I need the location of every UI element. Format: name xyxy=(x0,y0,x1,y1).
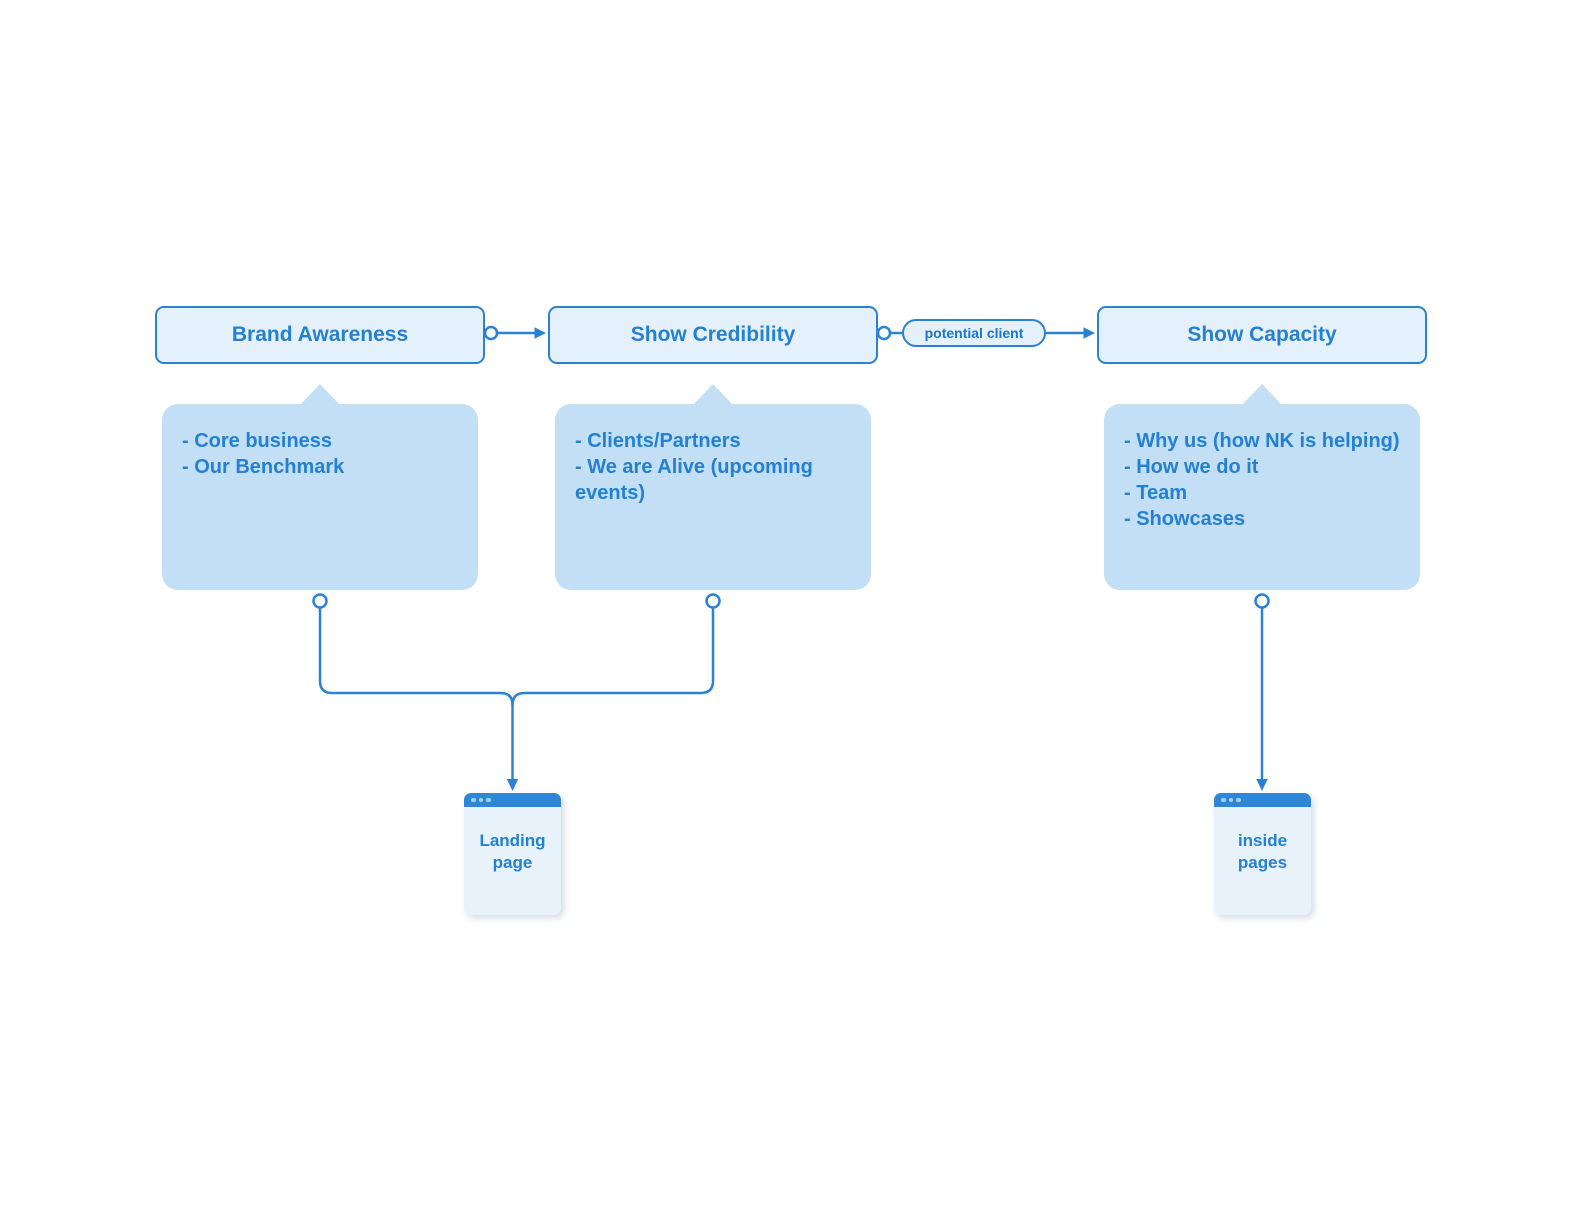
callout-pointer-icon xyxy=(300,384,340,405)
page-label: inside pages xyxy=(1237,831,1288,872)
window-dot-icon xyxy=(1228,797,1233,803)
node-title: Show Capacity xyxy=(1187,323,1337,346)
window-dot-icon xyxy=(486,797,491,803)
node-title: Brand Awareness xyxy=(231,323,409,346)
edge-merge-to-landing-page xyxy=(312,593,721,791)
connection-port xyxy=(312,593,328,609)
callout-brand-awareness[interactable]: - Core business - Our Benchmark xyxy=(162,384,478,590)
arrowhead-icon xyxy=(1083,327,1095,339)
edge-label-text: potential client xyxy=(924,325,1024,341)
callout-show-credibility[interactable]: - Clients/Partners - We are Alive (upcom… xyxy=(555,384,871,590)
page-inside-pages[interactable]: inside pages xyxy=(1214,793,1311,915)
edge-capacity-to-inside-pages xyxy=(1254,593,1270,791)
connector-line xyxy=(511,607,715,706)
arrowhead-icon xyxy=(1256,779,1268,791)
node-title: Show Credibility xyxy=(630,323,796,346)
window-dot-icon xyxy=(1236,797,1241,803)
browser-titlebar xyxy=(464,793,561,807)
callout-show-capacity[interactable]: - Why us (how NK is helping) - How we do… xyxy=(1104,384,1420,590)
arrowhead-icon xyxy=(534,327,546,339)
node-show-capacity[interactable]: Show Capacity xyxy=(1097,306,1427,364)
node-show-credibility[interactable]: Show Credibility xyxy=(548,306,878,364)
window-dot-icon xyxy=(1221,797,1226,803)
callout-details: - Core business - Our Benchmark xyxy=(182,430,345,478)
callout-details: - Why us (how NK is helping) - How we do… xyxy=(1124,430,1400,530)
callout-pointer-icon xyxy=(1242,384,1282,405)
node-brand-awareness[interactable]: Brand Awareness xyxy=(155,306,485,364)
window-dot-icon xyxy=(471,797,476,803)
window-dot-icon xyxy=(478,797,483,803)
connection-port xyxy=(1254,593,1270,609)
arrowhead-icon xyxy=(506,779,519,791)
connection-port xyxy=(876,325,892,341)
edge-brand-to-credibility xyxy=(483,325,546,341)
connection-port xyxy=(705,593,721,609)
connector-line xyxy=(318,607,514,779)
callout-pointer-icon xyxy=(693,384,733,405)
callout-details: - Clients/Partners - We are Alive (upcom… xyxy=(575,430,813,504)
edge-label-potential-client[interactable]: potential client xyxy=(902,319,1046,347)
browser-titlebar xyxy=(1214,793,1311,807)
page-label: Landing page xyxy=(479,831,546,872)
connection-port xyxy=(483,325,499,341)
page-landing-page[interactable]: Landing page xyxy=(464,793,561,915)
